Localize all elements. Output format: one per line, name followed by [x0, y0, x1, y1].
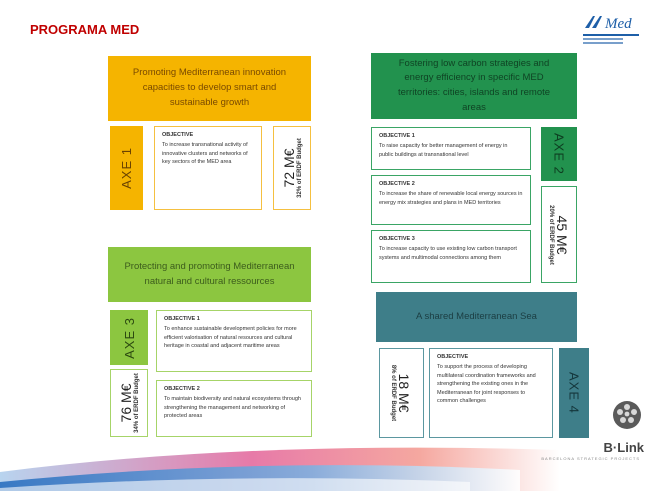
axe4-budget: 18 M€ 8% of ERDF Budget [379, 348, 424, 438]
axe2-label: AXE 2 [541, 127, 577, 181]
axe3-banner: Protecting and promoting Mediterranean n… [108, 247, 311, 302]
axe4-banner: A shared Mediterranean Sea [376, 292, 577, 342]
objective-heading: OBJECTIVE 2 [379, 181, 415, 187]
budget-amount: 72 M€ [281, 148, 298, 188]
axe3-objective-1: OBJECTIVE 1 To enhance sustainable devel… [156, 310, 312, 372]
objective-heading: OBJECTIVE [437, 354, 469, 360]
axe1-budget: 72 M€ 32% of ERDF Budget [273, 126, 311, 210]
axe2-banner-text: Fostering low carbon strategies and ener… [397, 57, 551, 113]
axe3-budget: 76 M€ 34% of ERDF Budget [110, 369, 148, 437]
blink-logo-subtitle: BARCELONA STRATEGIC PROJECTS [541, 456, 640, 461]
blink-logo: B·Link [603, 440, 644, 455]
axe1-banner: Promoting Mediterranean innovation capac… [108, 56, 311, 121]
axe3-banner-text: Protecting and promoting Mediterranean n… [124, 260, 295, 287]
axe2-objective-1: OBJECTIVE 1 To raise capacity for better… [371, 127, 531, 170]
objective-text: To maintain biodiversity and natural eco… [164, 396, 301, 420]
budget-amount: 45 M€ [554, 215, 571, 254]
axe2-objective-3: OBJECTIVE 3 To increase capacity to use … [371, 230, 531, 283]
objective-heading: OBJECTIVE 1 [379, 133, 415, 139]
axe4-label-text: AXE 4 [566, 372, 582, 414]
axe1-objective: OBJECTIVE To increase transnational acti… [154, 126, 262, 210]
objective-heading: OBJECTIVE 1 [164, 316, 200, 322]
axe2-objective-2: OBJECTIVE 2 To increase the share of ren… [371, 175, 531, 225]
axe2-banner: Fostering low carbon strategies and ener… [371, 53, 577, 119]
axe4-label: AXE 4 [559, 348, 589, 438]
axe2-budget: 45 M€ 20% of ERDF Budget [541, 186, 577, 283]
decorative-swoosh [0, 447, 560, 491]
axe1-banner-text: Promoting Mediterranean innovation capac… [132, 67, 287, 108]
page-title: PROGRAMA MED [30, 22, 140, 37]
budget-percent: 8% of ERDF Budget [390, 364, 397, 422]
objective-text: To enhance sustainable development polic… [164, 326, 297, 350]
axe2-label-text: AXE 2 [551, 133, 567, 175]
objective-text: To increase capacity to use existing low… [379, 246, 517, 261]
objective-text: To increase transnational activity of in… [162, 142, 248, 166]
budget-percent: 20% of ERDF Budget [548, 204, 555, 265]
objective-text: To raise capacity for better management … [379, 143, 508, 158]
sphere-icon [613, 401, 641, 429]
objective-heading: OBJECTIVE [162, 132, 194, 138]
med-logo-text: Med [604, 16, 632, 32]
axe3-label-text: AXE 3 [121, 316, 137, 359]
objective-heading: OBJECTIVE 3 [379, 236, 415, 242]
axe3-objective-2: OBJECTIVE 2 To maintain biodiversity and… [156, 380, 312, 437]
objective-heading: OBJECTIVE 2 [164, 386, 200, 392]
axe1-label: AXE 1 [110, 126, 143, 210]
axe3-label: AXE 3 [110, 310, 148, 365]
objective-text: To increase the share of renewable local… [379, 191, 523, 206]
budget-amount: 18 M€ [396, 373, 413, 413]
axe1-label-text: AXE 1 [119, 147, 134, 189]
axe4-objective: OBJECTIVE To support the process of deve… [429, 348, 553, 438]
objective-text: To support the process of developing mul… [437, 364, 536, 405]
budget-percent: 32% of ERDF Budget [297, 138, 304, 198]
axe4-banner-text: A shared Mediterranean Sea [416, 310, 537, 322]
med-logo: Med [583, 12, 639, 44]
